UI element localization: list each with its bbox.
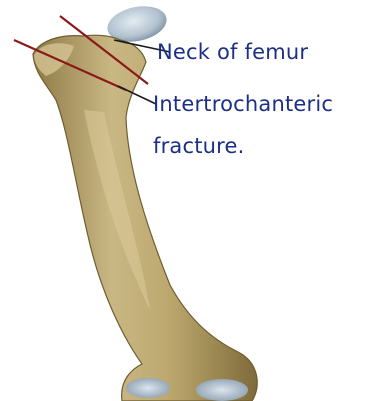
distal-condyle-left bbox=[126, 378, 170, 398]
label-fracture: fracture. bbox=[153, 136, 245, 157]
label-intertrochanteric: Intertrochanteric bbox=[153, 94, 333, 115]
femur-bone bbox=[33, 35, 257, 401]
label-neck-of-femur: Neck of femur bbox=[157, 42, 308, 63]
distal-condyle-right bbox=[196, 379, 248, 401]
